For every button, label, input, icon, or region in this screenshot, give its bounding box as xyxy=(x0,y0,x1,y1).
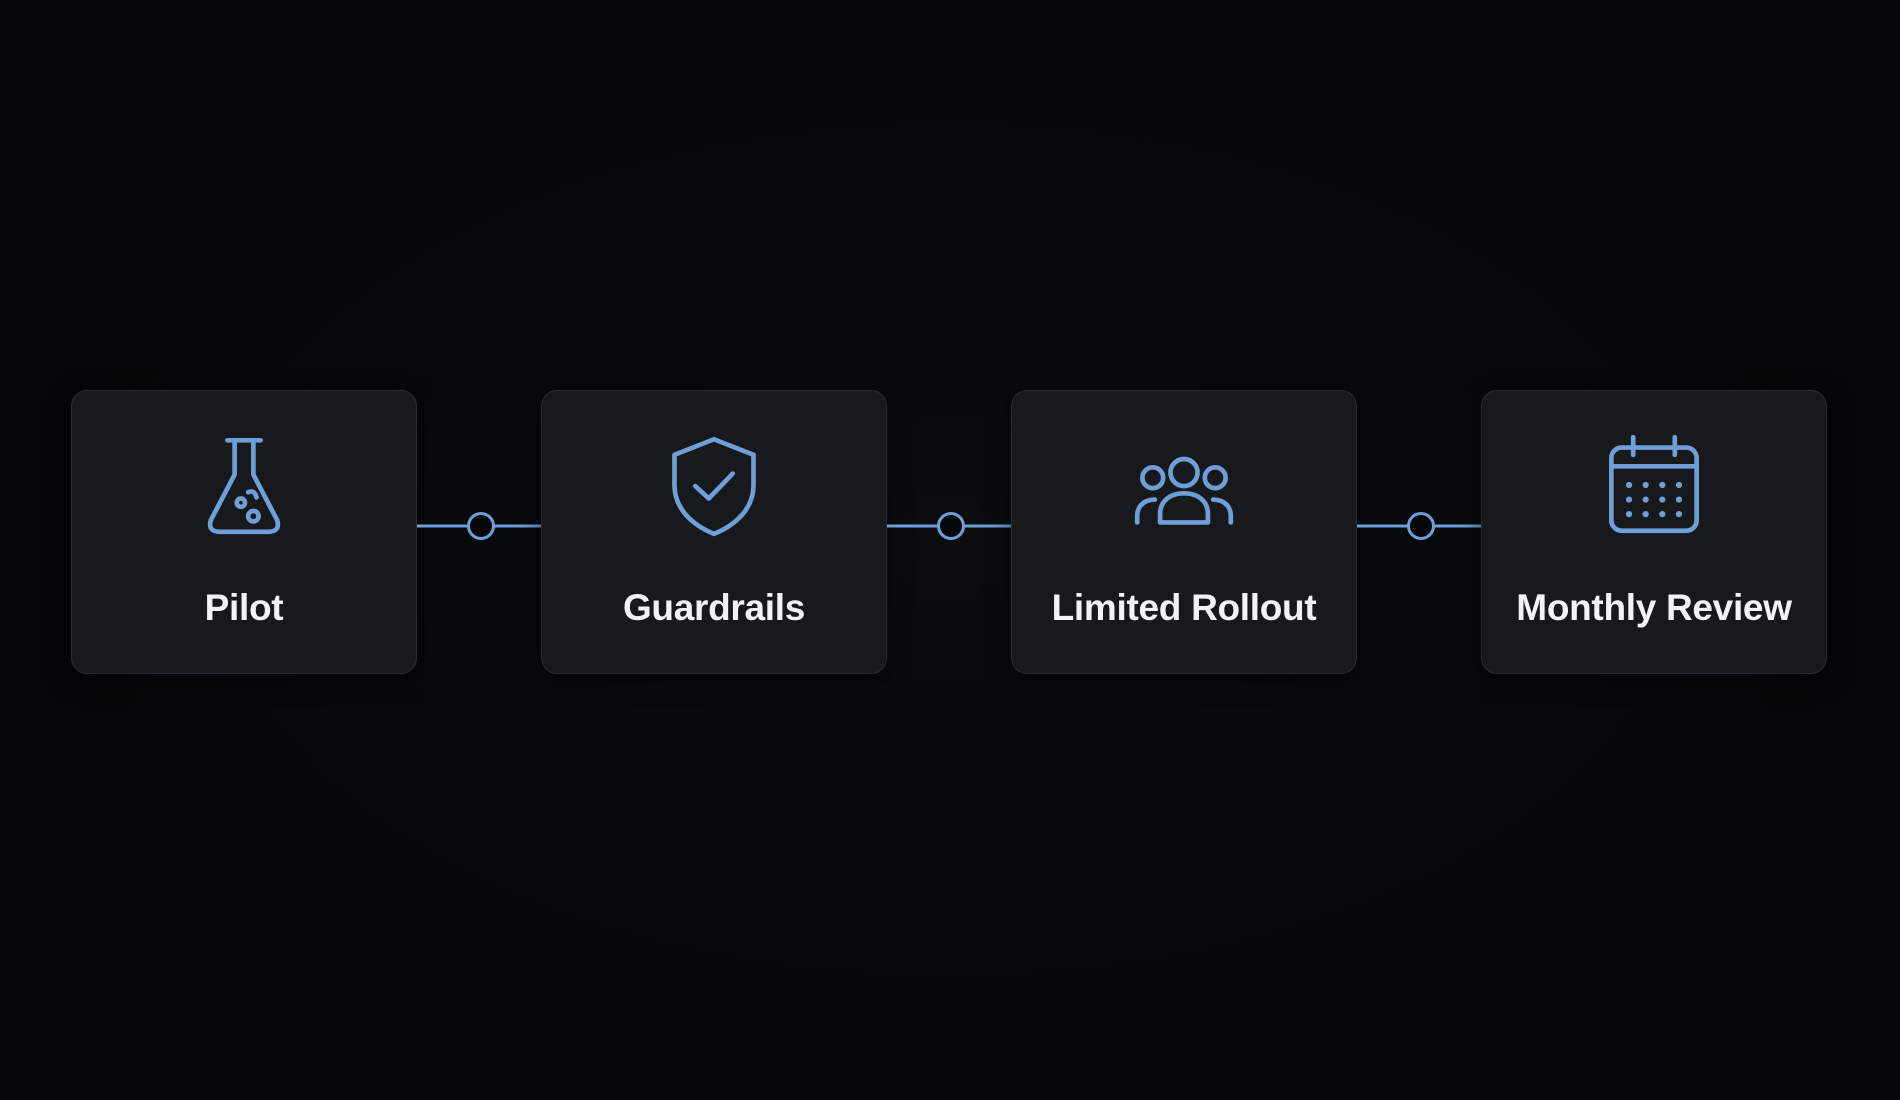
connector-line xyxy=(887,511,1012,541)
step-label: Limited Rollout xyxy=(1051,587,1317,628)
calendar-icon xyxy=(1602,433,1706,537)
step-label: Guardrails xyxy=(622,587,806,628)
shield-check-icon xyxy=(662,433,766,537)
step-card-guardrails: Guardrails xyxy=(541,390,887,674)
step-label: Monthly Review xyxy=(1516,587,1792,628)
step-label: Pilot xyxy=(204,587,284,628)
step-card-pilot: Pilot xyxy=(71,390,417,674)
flask-icon xyxy=(192,433,296,537)
connector-line xyxy=(1357,511,1482,541)
step-card-limited-rollout: Limited Rollout xyxy=(1011,390,1357,674)
users-group-icon xyxy=(1132,433,1236,537)
step-card-monthly-review: Monthly Review xyxy=(1481,390,1827,674)
connector-line xyxy=(417,511,542,541)
